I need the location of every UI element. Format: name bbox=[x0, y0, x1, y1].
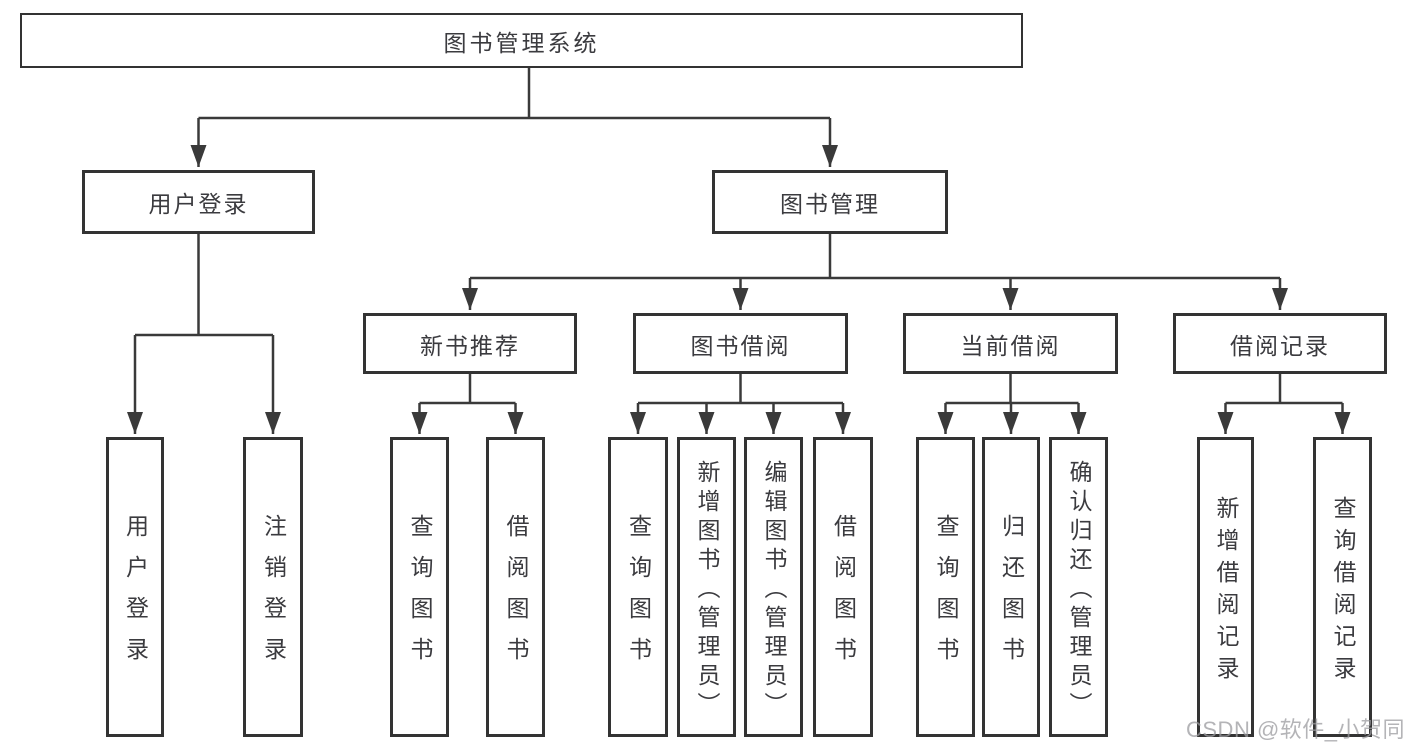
node-current-borrowing: 当前借阅 bbox=[903, 313, 1118, 374]
leaf-add-books-admin: 新增图书（管理员） bbox=[677, 437, 736, 737]
node-label: 借阅记录 bbox=[1230, 332, 1330, 359]
leaf-logout: 注销登录 bbox=[243, 437, 303, 737]
leaf-label: 查询图书 bbox=[407, 514, 433, 678]
csdn-watermark: CSDN @软件_小贺同学 bbox=[1186, 717, 1405, 742]
leaf-borrow-books-recommend: 借阅图书 bbox=[486, 437, 545, 737]
leaf-confirm-return-admin: 确认归还（管理员） bbox=[1049, 437, 1108, 737]
connector-borrow-to-leaves bbox=[630, 374, 851, 434]
node-label: 图书借阅 bbox=[690, 332, 791, 359]
leaf-return-books: 归还图书 bbox=[982, 437, 1040, 737]
leaf-label: 查询图书 bbox=[625, 514, 652, 678]
leaf-label: 新增图书（管理员） bbox=[694, 459, 720, 721]
leaf-label: 查询图书 bbox=[933, 514, 959, 678]
leaf-label: 编辑图书（管理员） bbox=[761, 459, 787, 721]
connector-root-to-level2 bbox=[190, 68, 838, 167]
node-library-management-system: 图书管理系统 bbox=[20, 13, 1023, 68]
connector-records-to-leaves bbox=[1217, 374, 1351, 434]
node-label: 用户登录 bbox=[148, 191, 249, 217]
connector-login-to-leaves bbox=[127, 234, 281, 434]
leaf-edit-books-admin: 编辑图书（管理员） bbox=[744, 437, 803, 737]
node-book-borrowing: 图书借阅 bbox=[633, 313, 848, 374]
leaf-add-borrow-record: 新增借阅记录 bbox=[1197, 437, 1254, 737]
leaf-user-login: 用户登录 bbox=[106, 437, 164, 737]
node-label: 图书管理 bbox=[780, 191, 880, 217]
leaf-label: 归还图书 bbox=[998, 514, 1025, 678]
leaf-label: 新增借阅记录 bbox=[1213, 495, 1239, 688]
node-borrowing-records: 借阅记录 bbox=[1173, 313, 1387, 374]
leaf-query-books-current: 查询图书 bbox=[916, 437, 975, 737]
node-new-book-recommendation: 新书推荐 bbox=[363, 313, 577, 374]
node-user-login: 用户登录 bbox=[82, 170, 315, 234]
leaf-label: 借阅图书 bbox=[503, 514, 529, 678]
connector-current-to-leaves bbox=[937, 374, 1087, 434]
leaf-borrow-books: 借阅图书 bbox=[813, 437, 873, 737]
node-label: 新书推荐 bbox=[420, 332, 520, 359]
leaf-query-books-borrow: 查询图书 bbox=[608, 437, 668, 737]
connector-mgmt-to-level3 bbox=[462, 233, 1288, 310]
leaf-label: 确认归还（管理员） bbox=[1066, 459, 1092, 721]
connector-newbook-to-leaves bbox=[411, 374, 524, 434]
leaf-label: 用户登录 bbox=[122, 514, 149, 678]
leaf-label: 查询借阅记录 bbox=[1330, 495, 1356, 688]
leaf-label: 借阅图书 bbox=[830, 514, 857, 678]
node-label: 当前借阅 bbox=[960, 332, 1061, 359]
node-label: 图书管理系统 bbox=[443, 29, 600, 56]
leaf-query-borrow-record: 查询借阅记录 bbox=[1313, 437, 1372, 737]
leaf-label: 注销登录 bbox=[260, 514, 287, 678]
node-book-management: 图书管理 bbox=[712, 170, 948, 234]
leaf-query-books-recommend: 查询图书 bbox=[390, 437, 449, 737]
